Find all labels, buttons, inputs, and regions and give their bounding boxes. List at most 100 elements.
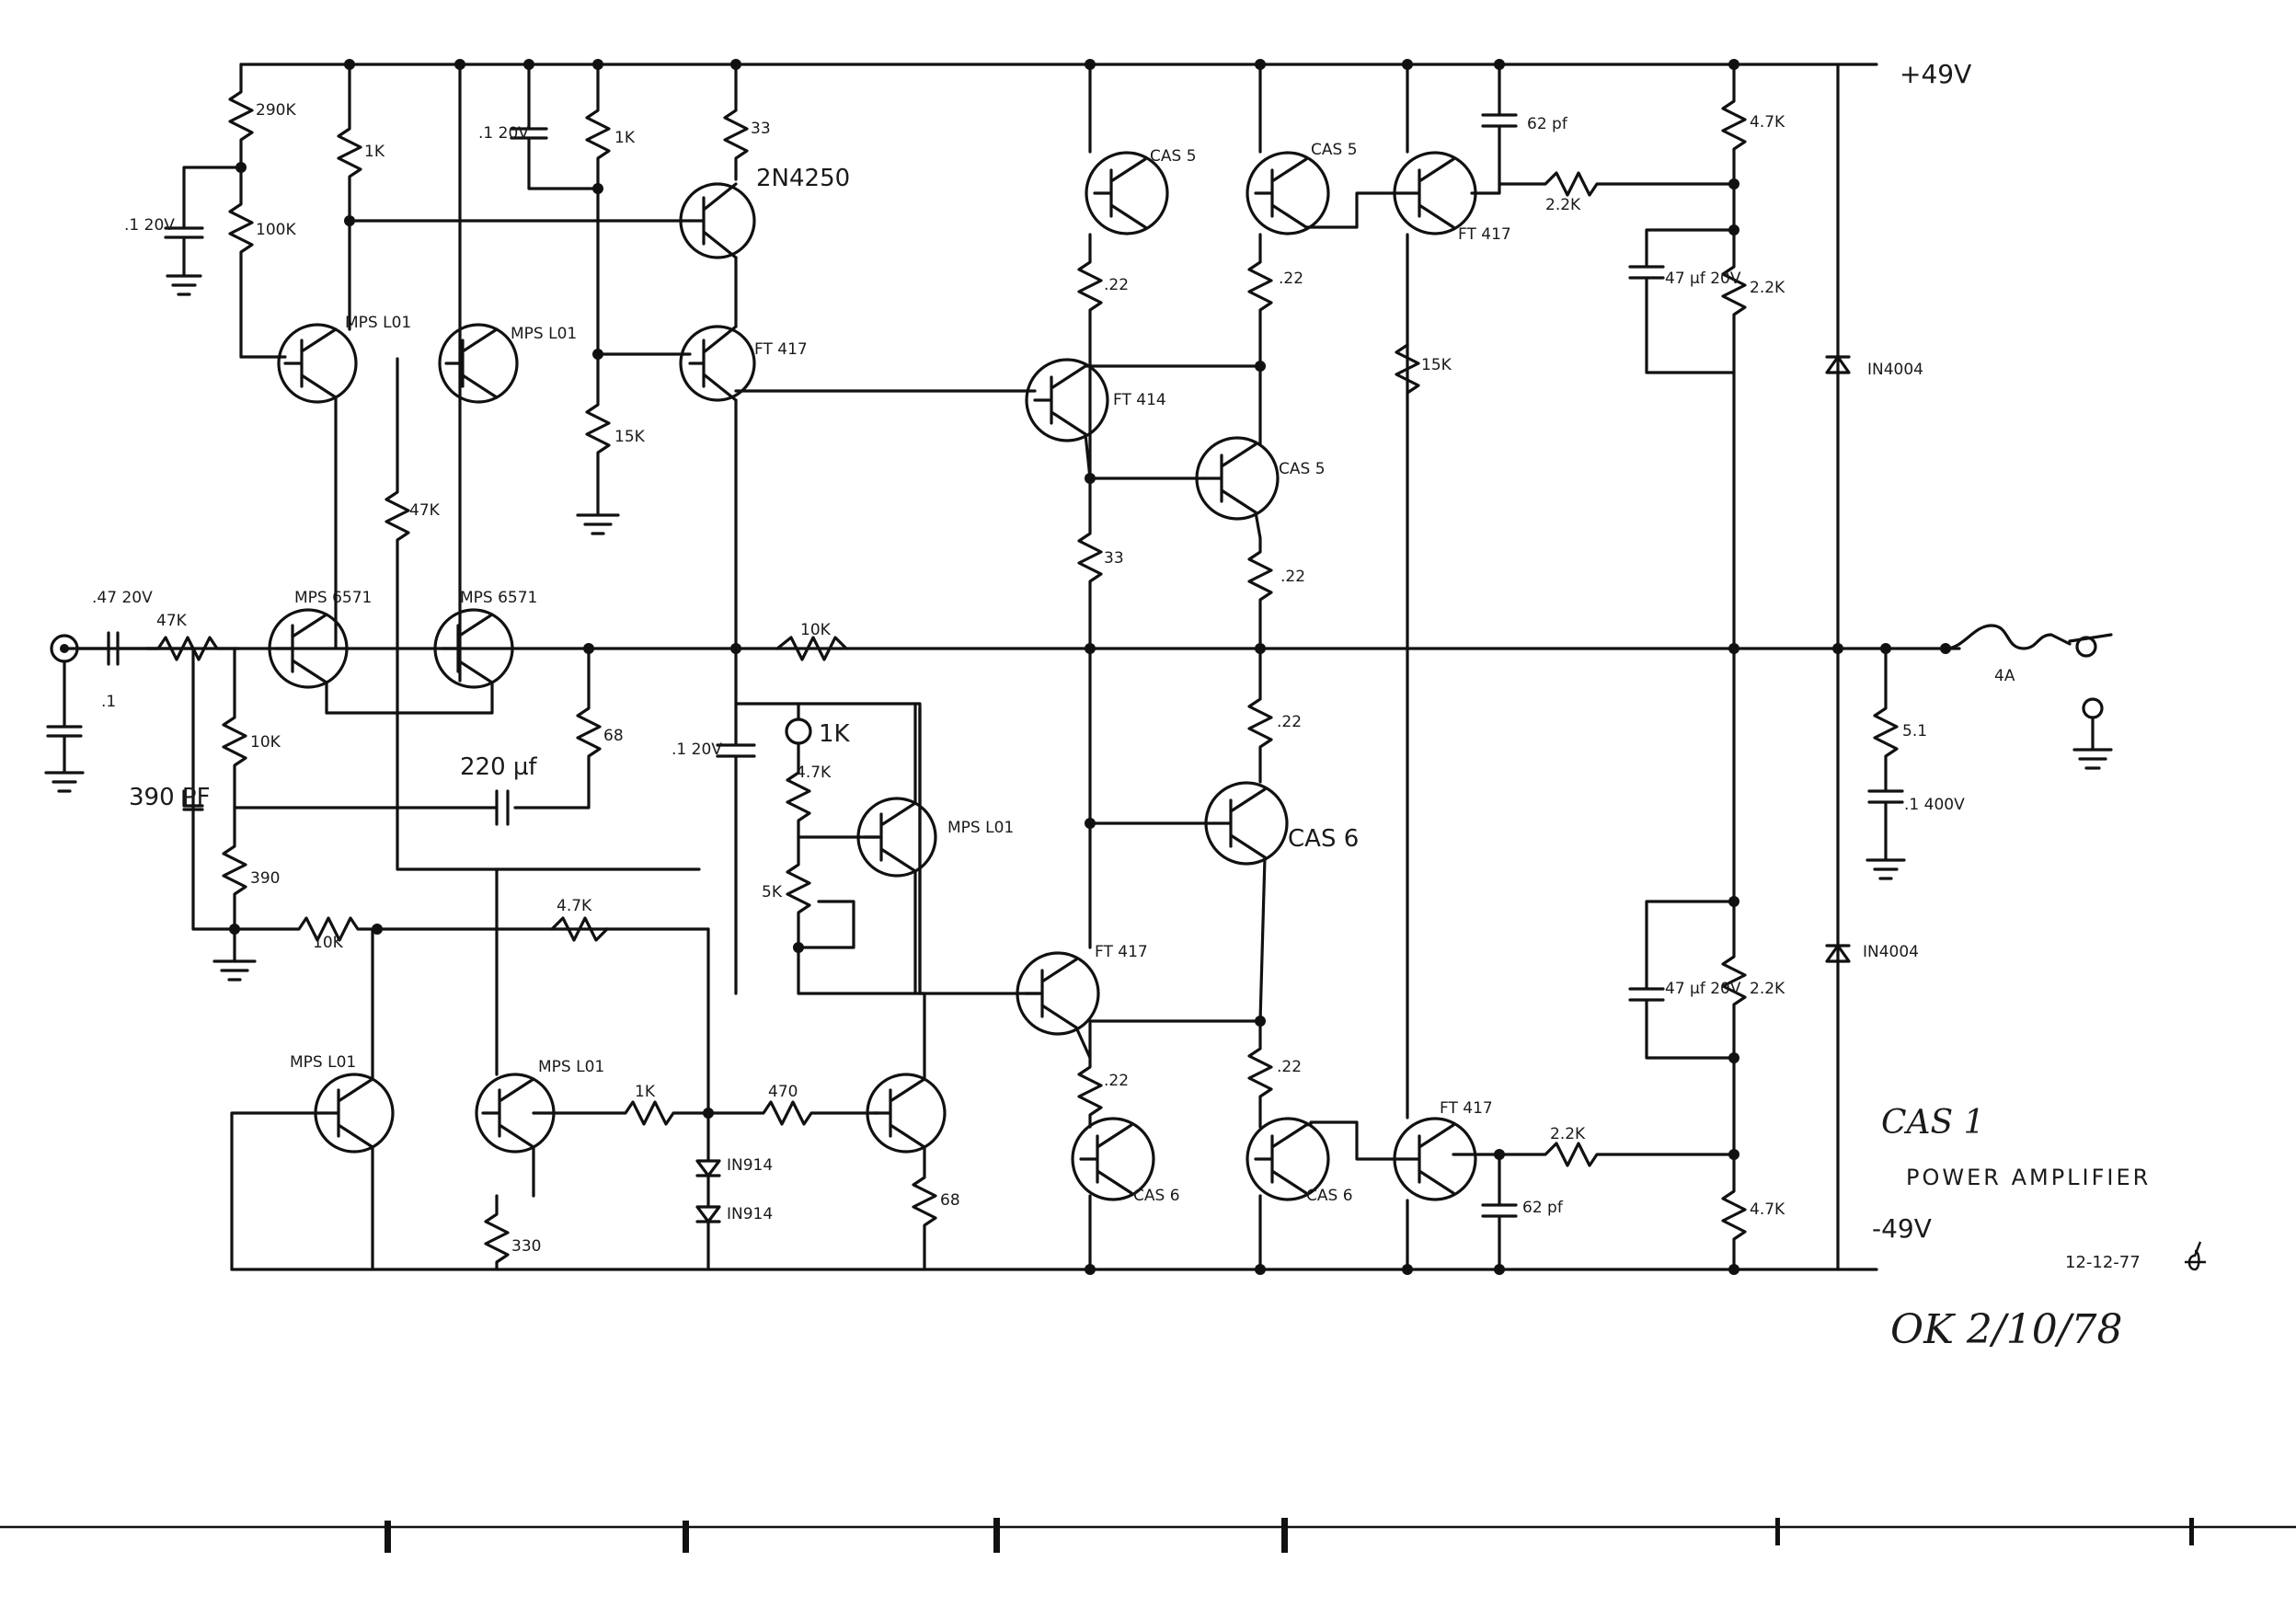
r-47k-vert-label: 47K xyxy=(409,501,441,520)
r-1k-a-label: 1K xyxy=(364,143,385,161)
output-terminal[interactable] xyxy=(2068,633,2113,658)
transistor-cas5-b xyxy=(1246,151,1330,235)
transistor-cas6-b xyxy=(1071,1117,1155,1201)
transistor-mps-l01-a xyxy=(277,323,358,404)
transistor-cas6-c xyxy=(1246,1117,1330,1201)
r-22k-right-top-label: 2.2K xyxy=(1750,279,1785,297)
q-cas5-a-label: CAS 5 xyxy=(1150,147,1197,166)
r-022-c-label: .22 xyxy=(1280,568,1305,586)
q-mps-l01-b-label: MPS L01 xyxy=(511,325,577,343)
c-bias-label: .1 20V xyxy=(672,741,722,759)
c-220uf-label: 220 µf xyxy=(460,753,537,781)
r-022-f-label: .22 xyxy=(1277,1058,1302,1076)
r-47k-in-label: 47K xyxy=(156,612,188,630)
r-22k-bot-label: 2.2K xyxy=(1550,1125,1586,1143)
transistor-mps-l01-c xyxy=(314,1073,395,1154)
q-cas6-b-label: CAS 6 xyxy=(1133,1187,1180,1205)
r-5k-label: 5K xyxy=(762,883,783,901)
q-mps-l01-d-label: MPS L01 xyxy=(538,1058,604,1076)
q-mps6571-b-label: MPS 6571 xyxy=(460,589,537,607)
title-subtitle: POWER AMPLIFIER xyxy=(1906,1165,2151,1190)
r-51-label: 5.1 xyxy=(1902,722,1927,741)
signature-mark xyxy=(2185,1241,2206,1271)
q-ft417-top-label: FT 417 xyxy=(754,340,808,359)
transistor-ft417-top xyxy=(679,325,756,402)
r-10k-bot-label: 10K xyxy=(313,934,344,952)
r-390-label: 390 xyxy=(250,869,280,888)
r-68-fb-label: 68 xyxy=(603,727,624,745)
r-022-e-label: .22 xyxy=(1104,1072,1129,1090)
q-ft417-mid-label: FT 417 xyxy=(1095,943,1148,961)
transistor-mps6571-a xyxy=(268,608,349,689)
transistor-2n4250 xyxy=(679,182,756,259)
r-470-label: 470 xyxy=(768,1083,798,1101)
ground-terminal[interactable] xyxy=(2072,697,2113,770)
fuse xyxy=(1944,624,2072,650)
transistor-cas5-c xyxy=(1195,436,1280,521)
transistor-cas6-a xyxy=(1204,781,1289,866)
r-1k-b-label: 1K xyxy=(614,129,636,147)
transistor-mps-l01-b xyxy=(438,323,519,404)
transistor-ft417-low xyxy=(1393,1117,1477,1201)
r-022-d-label: .22 xyxy=(1277,713,1302,731)
r-330-label: 330 xyxy=(511,1237,541,1256)
q-cas6-c-label: CAS 6 xyxy=(1306,1187,1353,1205)
approval-note: OK 2/10/78 xyxy=(1890,1306,2123,1353)
r-1k-pot-label: 1K xyxy=(819,720,851,748)
border-marks xyxy=(0,1518,2296,1553)
r-22k-right-bot-label: 2.2K xyxy=(1750,980,1785,998)
transistor-ft417-out xyxy=(1393,151,1477,235)
q-ft417-out-label: FT 417 xyxy=(1458,225,1511,244)
q-mps6571-a-label: MPS 6571 xyxy=(294,589,372,607)
r-1k-low-label: 1K xyxy=(635,1083,656,1101)
c-in-left-label: .1 20V xyxy=(124,216,175,235)
r-47k-bias-label: 4.7K xyxy=(557,897,592,915)
d-in914-b-label: IN914 xyxy=(727,1205,773,1223)
transistor-ft414 xyxy=(1025,358,1109,442)
r-022-a-label: .22 xyxy=(1104,276,1129,294)
diode-in4004-top xyxy=(1825,355,1851,374)
drawing-date: 12-12-77 xyxy=(2065,1253,2141,1272)
transistor-cas5-a xyxy=(1085,151,1169,235)
r-290k-label: 290K xyxy=(256,101,296,120)
r-47k-right-bot-label: 4.7K xyxy=(1750,1200,1785,1219)
fuse-label: 4A xyxy=(1994,667,2015,685)
c-zobel-label: .1 400V xyxy=(1904,796,1965,814)
r-47k-right-top-label: 4.7K xyxy=(1750,113,1785,132)
r-15k-label: 15K xyxy=(614,428,646,446)
r-10k-fb-label: 10K xyxy=(800,621,832,639)
diode-in4004-bot xyxy=(1825,944,1851,963)
c-47uf-top-label: 47 µf 20V xyxy=(1665,270,1741,288)
transistor-mps6571-b xyxy=(433,608,514,689)
q-ft417-low-label: FT 417 xyxy=(1440,1099,1493,1118)
transistor-mps-l01-vbe xyxy=(856,797,937,878)
q-cas5-c-label: CAS 5 xyxy=(1279,460,1326,478)
q-mps-l01-c-label: MPS L01 xyxy=(290,1053,356,1072)
c-47uf-bot-label: 47 µf 20V xyxy=(1665,980,1741,998)
negative-rail-label: -49V xyxy=(1872,1213,1932,1244)
c-top-mid-label: .1 20V xyxy=(478,124,529,143)
q-cas6-a-label: CAS 6 xyxy=(1288,825,1359,853)
positive-rail-label: +49V xyxy=(1900,59,1971,89)
d-top-label: IN4004 xyxy=(1867,361,1923,379)
c-in-series-label: .47 20V xyxy=(92,589,153,607)
r-10k-in-label: 10K xyxy=(250,733,281,752)
c-390pf-label: 390 PF xyxy=(129,784,211,811)
r-022-b-label: .22 xyxy=(1279,270,1303,288)
q-mps-l01-a-label: MPS L01 xyxy=(345,314,411,332)
r-15k-vert-label: 15K xyxy=(1421,356,1452,374)
r-22k-top-label: 2.2K xyxy=(1545,196,1581,214)
c-in-shunt-label: .1 xyxy=(101,693,116,711)
transistor-mps-l01-e xyxy=(866,1073,947,1154)
r-47k-pot-label: 4.7K xyxy=(796,764,832,782)
transistor-ft417-mid xyxy=(1016,951,1100,1036)
r-33-mid-label: 33 xyxy=(1104,549,1124,568)
q-cas5-b-label: CAS 5 xyxy=(1311,141,1358,159)
c-62pf-top-label: 62 pf xyxy=(1527,115,1568,133)
title-name: CAS 1 xyxy=(1881,1104,1985,1142)
d-in914-a-label: IN914 xyxy=(727,1156,773,1175)
r-33-top-label: 33 xyxy=(751,120,771,138)
r-100k-label: 100K xyxy=(256,221,296,239)
c-62pf-bot-label: 62 pf xyxy=(1522,1199,1564,1217)
